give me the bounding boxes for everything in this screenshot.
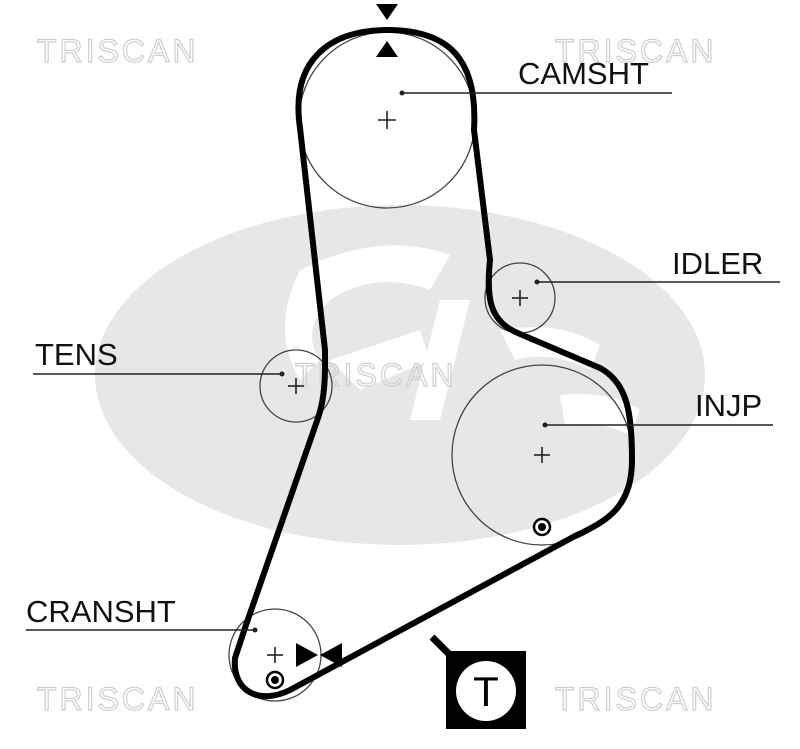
tensioner-leader-dot	[279, 371, 285, 377]
camshaft-center-mark	[378, 111, 396, 129]
watermark-bottom-right: TRISCAN	[555, 681, 716, 717]
watermark-bottom-left: TRISCAN	[37, 681, 198, 717]
camshaft-leader-dot	[399, 90, 405, 96]
watermark-top-right: TRISCAN	[555, 33, 716, 69]
camshaft-label: CAMSHT	[518, 56, 649, 91]
tensioner-pulley	[259, 349, 333, 423]
crankshaft-triangle-marker-icon	[296, 643, 342, 667]
injection-pump-dot-marker-icon	[532, 517, 552, 537]
injection-pump-center-mark	[534, 447, 550, 463]
watermark-top-left: TRISCAN	[37, 33, 198, 69]
crankshaft-center-mark	[267, 647, 283, 663]
camshaft-triangle-marker-icon	[376, 4, 398, 57]
belt-type-letter: T	[473, 668, 499, 715]
tensioner-center-mark	[288, 378, 304, 394]
crankshaft-leader-dot	[252, 627, 258, 633]
crankshaft-label: CRANSHT	[26, 594, 176, 629]
belt-type-symbol: T	[429, 634, 526, 729]
idler-leader-dot	[534, 279, 540, 285]
crankshaft-dot-marker-icon	[265, 670, 285, 690]
tensioner-label: TENS	[35, 337, 118, 372]
idler-label: IDLER	[672, 246, 763, 281]
injection-pump-label: INJP	[695, 388, 762, 423]
injection-pump-leader-dot	[542, 422, 548, 428]
watermark-center: TRISCAN	[295, 357, 456, 393]
timing-belt	[231, 27, 635, 700]
idler-center-mark	[512, 290, 528, 306]
